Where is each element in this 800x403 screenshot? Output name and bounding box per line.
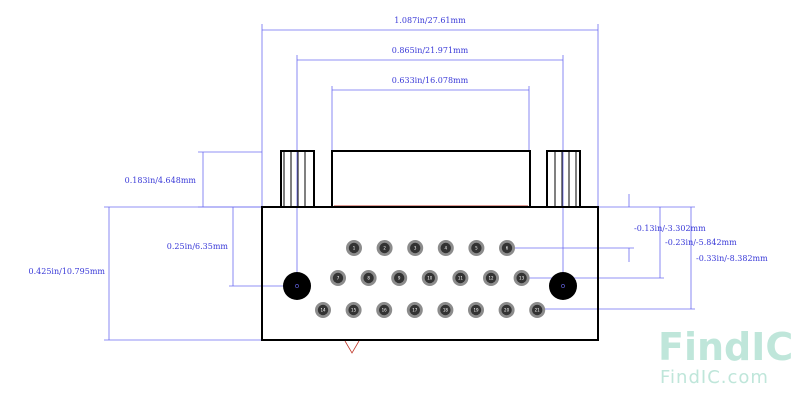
pin-drill xyxy=(485,272,497,284)
pin: 20 xyxy=(498,302,515,318)
pin-drill xyxy=(470,304,482,316)
pin-drill xyxy=(501,242,513,254)
pin-number: 16 xyxy=(382,308,388,313)
pin-drill xyxy=(317,304,329,316)
pin-number: 12 xyxy=(488,276,494,281)
pin: 3 xyxy=(407,240,424,256)
pin-number: 1 xyxy=(353,246,356,251)
mounting-holes xyxy=(283,272,577,300)
shell-width-label: 0.633in/16.078mm xyxy=(392,76,469,85)
left-mounting-hole xyxy=(283,272,311,300)
right-standoff-post xyxy=(546,150,581,208)
pin-drill xyxy=(348,304,359,316)
pin: 4 xyxy=(437,240,454,256)
pin-number: 19 xyxy=(473,308,479,313)
pin: 7 xyxy=(330,270,346,286)
pin-drill xyxy=(379,304,390,316)
pin-number: 13 xyxy=(519,276,525,281)
pin: 19 xyxy=(468,302,484,318)
pin-number: 5 xyxy=(475,246,478,251)
pin-number: 17 xyxy=(412,308,418,313)
watermark-url: FindIC.com xyxy=(660,367,769,388)
pin-number: 21 xyxy=(535,308,541,313)
connector-body xyxy=(261,206,599,341)
overall-width-dimension: 1.087in/27.61mm xyxy=(261,16,599,207)
pin-drill xyxy=(348,242,360,254)
pin-drill xyxy=(440,304,451,316)
findic-watermark: FindIC FindIC.com xyxy=(658,325,793,388)
pin-drill xyxy=(332,272,344,284)
pin-number: 18 xyxy=(443,308,449,313)
pin-number: 8 xyxy=(367,276,370,281)
right-mounting-hole xyxy=(549,272,577,300)
hole-offset-label: 0.25in/6.35mm xyxy=(167,242,229,251)
pin-number: 14 xyxy=(320,308,326,313)
pin-number: 2 xyxy=(383,246,386,251)
pin: 6 xyxy=(499,240,515,256)
pin-drill xyxy=(501,304,512,316)
pin-number: 9 xyxy=(398,276,401,281)
pin: 9 xyxy=(391,270,408,286)
pin-drill xyxy=(409,304,420,316)
left-standoff-post xyxy=(280,150,315,208)
pin: 12 xyxy=(483,270,499,286)
pin-drill xyxy=(440,242,451,254)
pin-number: 6 xyxy=(506,246,509,251)
body-height-dimension: 0.425in/10.795mm xyxy=(29,206,262,341)
pin: 5 xyxy=(468,240,485,256)
pin-drill xyxy=(363,272,374,284)
pin: 8 xyxy=(360,270,377,286)
overall-width-label: 1.087in/27.61mm xyxy=(394,16,466,25)
pin-drill xyxy=(455,272,466,284)
pin-number: 15 xyxy=(351,308,357,313)
shell-width-dimension: 0.633in/16.078mm xyxy=(331,76,530,150)
pin: 15 xyxy=(345,302,362,318)
pin-drill xyxy=(516,272,527,284)
pin: 10 xyxy=(421,270,438,286)
standoff-height-dimension: 0.183in/4.648mm xyxy=(125,151,262,208)
pin-number: 11 xyxy=(458,276,464,281)
watermark-logo: FindIC xyxy=(658,325,793,369)
pin-drill xyxy=(379,242,390,254)
row-offset-dimensions: -0.13in/-3.302mm -0.23in/-5.842mm -0.33i… xyxy=(508,194,768,310)
pin-drill xyxy=(424,272,435,284)
pin: 11 xyxy=(452,270,469,286)
row2-offset-label: -0.23in/-5.842mm xyxy=(665,238,737,247)
pin: 2 xyxy=(376,240,393,256)
pin-drill xyxy=(532,304,543,316)
standoff-height-label: 0.183in/4.648mm xyxy=(125,176,197,185)
pin: 17 xyxy=(406,302,423,318)
pin-drill xyxy=(394,272,405,284)
pin-number: 4 xyxy=(445,246,448,251)
hole-spacing-label: 0.865in/21.971mm xyxy=(392,46,469,55)
pin-number: 10 xyxy=(427,276,433,281)
pin-drill xyxy=(471,242,482,254)
pin-number: 7 xyxy=(337,276,340,281)
row3-offset-label: -0.33in/-8.382mm xyxy=(696,254,768,263)
hole-spacing-dimension: 0.865in/21.971mm xyxy=(296,46,564,286)
pin: 14 xyxy=(315,302,331,318)
pin: 21 xyxy=(529,302,546,318)
pin: 13 xyxy=(513,270,530,286)
connector-shell xyxy=(331,150,531,208)
pin-number: 20 xyxy=(504,308,510,313)
hole-offset-dimension: 0.25in/6.35mm xyxy=(167,207,297,287)
pin-drill xyxy=(410,242,421,254)
pin: 18 xyxy=(437,302,454,318)
row1-offset-label: -0.13in/-3.302mm xyxy=(634,224,706,233)
pin-number: 3 xyxy=(414,246,417,251)
origin-marker xyxy=(344,340,360,354)
pin: 1 xyxy=(346,240,362,256)
body-height-label: 0.425in/10.795mm xyxy=(29,267,106,276)
pin: 16 xyxy=(376,302,393,318)
